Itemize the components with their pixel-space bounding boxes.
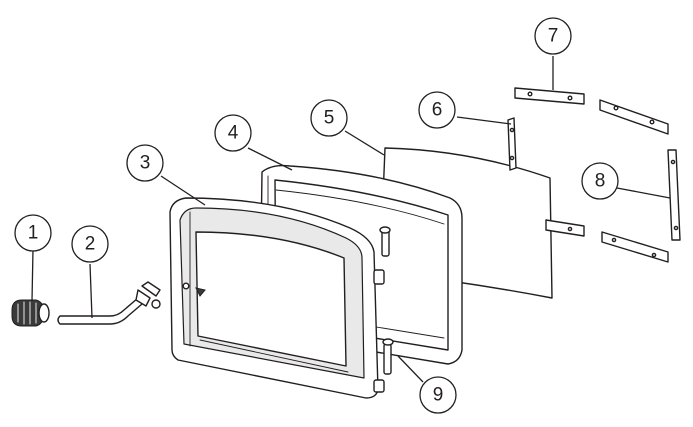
- callout-1: 1: [14, 214, 52, 252]
- cast-door: [169, 197, 385, 399]
- hinge-pin-lower: [382, 338, 394, 375]
- callout-6: 6: [418, 91, 456, 129]
- retainer-strip-top-right: [599, 99, 669, 135]
- callout-4-label: 4: [228, 123, 239, 144]
- retainer-strip-top-left: [514, 87, 585, 105]
- leader-lines: [31, 56, 671, 383]
- callout-5: 5: [310, 99, 348, 137]
- glass-clip-upper-left: [507, 117, 517, 171]
- hinge-pin-upper: [379, 226, 391, 257]
- callout-6-label: 6: [432, 100, 443, 121]
- retainer-strip-right-vertical: [667, 149, 681, 241]
- handle-rod: [57, 281, 161, 325]
- callout-3: 3: [126, 144, 164, 182]
- callout-8-label: 8: [595, 171, 606, 192]
- callout-2: 2: [71, 225, 109, 263]
- callout-8: 8: [581, 162, 619, 200]
- retainer-strip-bottom-right: [601, 231, 669, 263]
- callout-3-label: 3: [140, 153, 151, 174]
- callout-9: 9: [419, 376, 457, 414]
- retainer-strip-bottom-left: [545, 219, 585, 237]
- callout-7-label: 7: [548, 26, 559, 47]
- callout-9-label: 9: [433, 385, 444, 406]
- handle-spring-knob: [11, 299, 50, 327]
- callout-7: 7: [534, 17, 572, 55]
- callout-4: 4: [214, 114, 252, 152]
- callout-5-label: 5: [324, 108, 335, 129]
- callout-1-label: 1: [28, 223, 39, 244]
- callout-2-label: 2: [85, 234, 96, 255]
